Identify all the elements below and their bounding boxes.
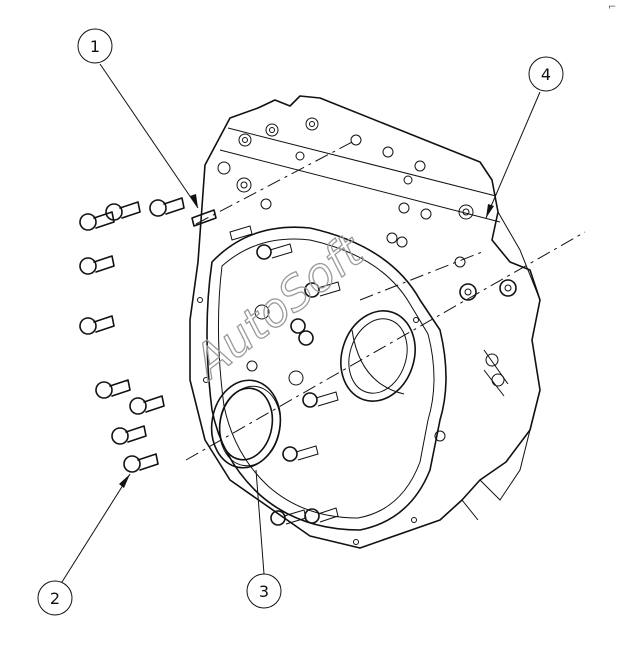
- callout-4-label: 4: [541, 65, 551, 84]
- seal-ring: [210, 379, 282, 469]
- callout-1: 1: [77, 28, 199, 209]
- callout-3: 3: [246, 469, 282, 609]
- callout-4: 4: [485, 56, 564, 219]
- callout-2-label: 2: [50, 589, 60, 608]
- housing-plate: [189, 95, 541, 549]
- callout-1-label: 1: [90, 37, 100, 56]
- corner-mark: ⌐: [608, 2, 616, 13]
- dowel-pin: [191, 209, 253, 241]
- centre-lines: [185, 139, 586, 461]
- loose-bolts: [79, 197, 185, 473]
- callout-3-label: 3: [259, 582, 269, 601]
- ring-bolts: [197, 243, 419, 545]
- crank-bore: [340, 310, 416, 402]
- callout-2: 2: [37, 473, 131, 616]
- plate-holes: [217, 117, 517, 442]
